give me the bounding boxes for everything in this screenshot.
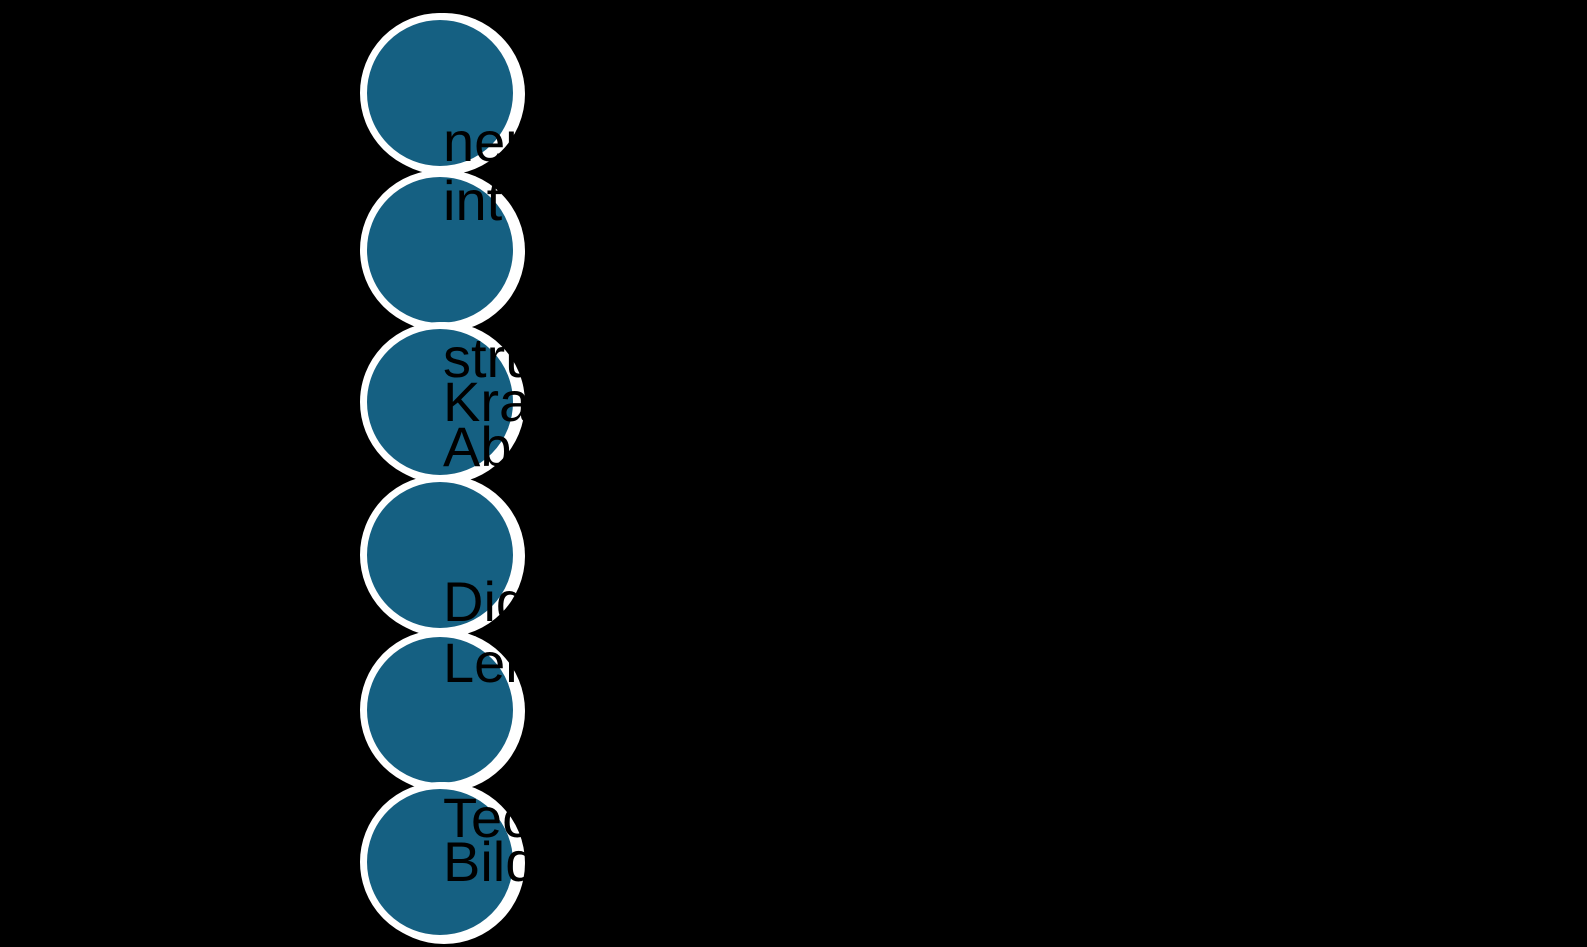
bullet-text-line: stru bbox=[443, 326, 537, 389]
bullet-circle bbox=[360, 475, 520, 635]
bullet-text-line: neu bbox=[443, 110, 537, 173]
bullet-text-line: Kra bbox=[443, 370, 531, 433]
bullet-text-6: Bild bbox=[443, 682, 536, 947]
bullet-text-1: int int bbox=[443, 0, 505, 381]
bullet-circle bbox=[360, 782, 520, 942]
bullet-text-5: Dig Tec bbox=[443, 422, 530, 947]
bullet-text-line: Lei bbox=[443, 631, 518, 694]
bullet-text-line: Dig bbox=[443, 570, 528, 633]
bullet-text-4: Ab Lei bbox=[443, 267, 518, 843]
bullet-circle bbox=[360, 170, 520, 330]
bullet-text-line: Tec bbox=[443, 786, 531, 849]
bullet-text-line: int bbox=[443, 0, 505, 21]
bullet-circle bbox=[360, 13, 520, 173]
bullet-text-line: Ab bbox=[443, 415, 512, 478]
bullet-text-line: Bild bbox=[443, 830, 537, 893]
bullet-text-line: int bbox=[443, 169, 503, 232]
bullet-text-2: neu stru bbox=[443, 0, 536, 538]
bullet-text-3: Kra bbox=[443, 222, 530, 582]
